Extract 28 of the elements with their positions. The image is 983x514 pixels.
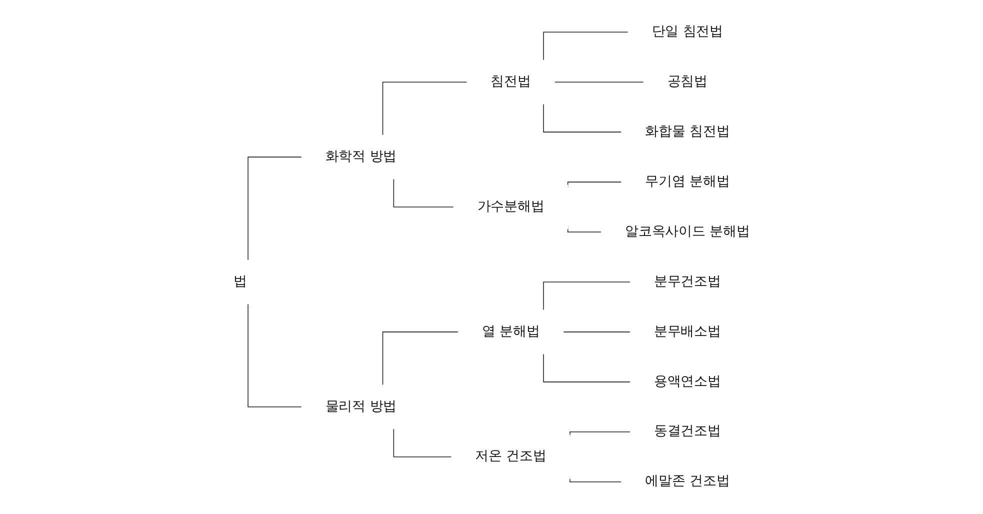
node-text: 가수분해법 [477,198,544,214]
node-text: 공침법 [667,74,708,90]
node-text: 물리적 방법 [325,398,397,414]
connector [543,32,629,61]
node-text: 화합물 침전법 [645,124,730,140]
node-text: 단일 침전법 [652,24,723,40]
connector [248,156,302,261]
node-text: 동결건조법 [654,423,721,440]
connector [382,82,468,136]
node-text: 에말존 건조법 [645,473,730,490]
connector [393,428,452,458]
node-text: 법 [233,274,247,290]
node-text: 용액연소법 [654,373,721,390]
connector [382,332,459,386]
connector [543,104,622,132]
connector [393,178,454,208]
node-text: 분무배소법 [654,323,721,340]
node-text: 열 분해법 [482,323,540,340]
connector [248,303,302,408]
connector [543,282,631,311]
node-text: 무기염 분해법 [645,174,730,190]
node-text: 분무건조법 [654,274,721,290]
connector [543,353,631,382]
connector [570,476,622,482]
node-text: 알코옥사이드 분해법 [625,224,750,240]
node-text: 침전법 [490,74,531,90]
node-text: 저온 건조법 [475,448,546,464]
node-text: 화학적 방법 [325,148,397,164]
